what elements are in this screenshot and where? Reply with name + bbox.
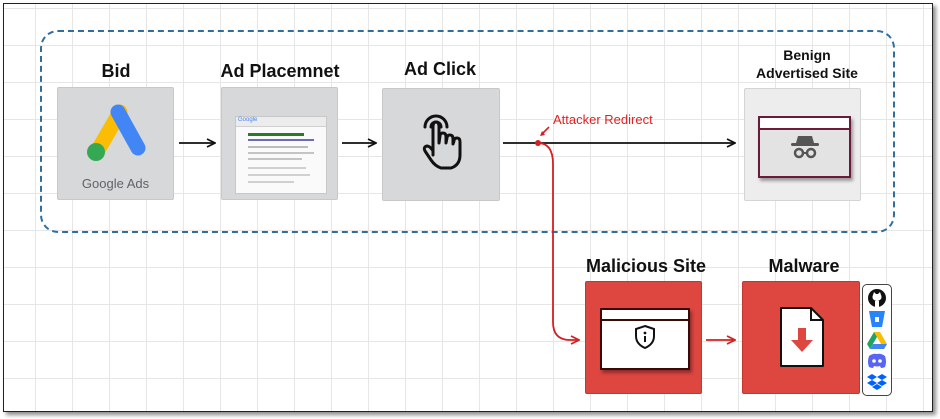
malicious-site-label: Malicious Site bbox=[585, 256, 707, 276]
github-icon bbox=[868, 289, 886, 307]
malicious-site-card bbox=[585, 281, 702, 394]
ad-flow-region bbox=[40, 30, 895, 233]
bid-label: Bid bbox=[101, 61, 131, 81]
discord-icon bbox=[868, 353, 886, 368]
ad-click-label: Ad Click bbox=[403, 59, 477, 79]
shield-info-icon bbox=[635, 324, 655, 350]
google-ads-logo-icon bbox=[87, 104, 146, 161]
malware-card bbox=[742, 281, 860, 394]
attacker-redirect-label: Attacker Redirect bbox=[553, 112, 653, 127]
malicious-browser-mock bbox=[600, 308, 690, 370]
bitbucket-icon bbox=[869, 311, 885, 327]
ad-placement-card: Google bbox=[221, 87, 338, 200]
bid-card: Google Ads bbox=[57, 87, 174, 200]
benign-site-label: Benign Advertised Site bbox=[732, 46, 882, 82]
malware-label: Malware bbox=[768, 256, 840, 276]
browser-window-mock bbox=[758, 116, 851, 178]
benign-site-card bbox=[744, 88, 861, 201]
google-drive-icon bbox=[867, 332, 887, 349]
connector-layer bbox=[179, 126, 932, 411]
search-page-mock: Google bbox=[235, 116, 327, 194]
hosting-services-stack bbox=[862, 284, 892, 396]
ad-click-card bbox=[382, 88, 500, 201]
ad-placement-label: Ad Placemnet bbox=[220, 61, 340, 81]
google-ads-text: Google Ads bbox=[81, 176, 150, 191]
file-download-icon bbox=[780, 307, 824, 367]
benign-label-line1: Benign bbox=[783, 47, 831, 63]
hand-pointer-icon bbox=[422, 114, 462, 170]
mini-google-logo: Google bbox=[238, 117, 258, 123]
benign-label-line2: Advertised Site bbox=[756, 65, 858, 81]
redirect-point bbox=[535, 140, 541, 146]
dropbox-icon bbox=[867, 374, 887, 390]
diagram-frame: Bid Ad Placemnet Ad Click Benign Adverti… bbox=[3, 3, 933, 412]
redirect-arrow bbox=[537, 142, 579, 340]
incognito-icon bbox=[791, 136, 819, 159]
